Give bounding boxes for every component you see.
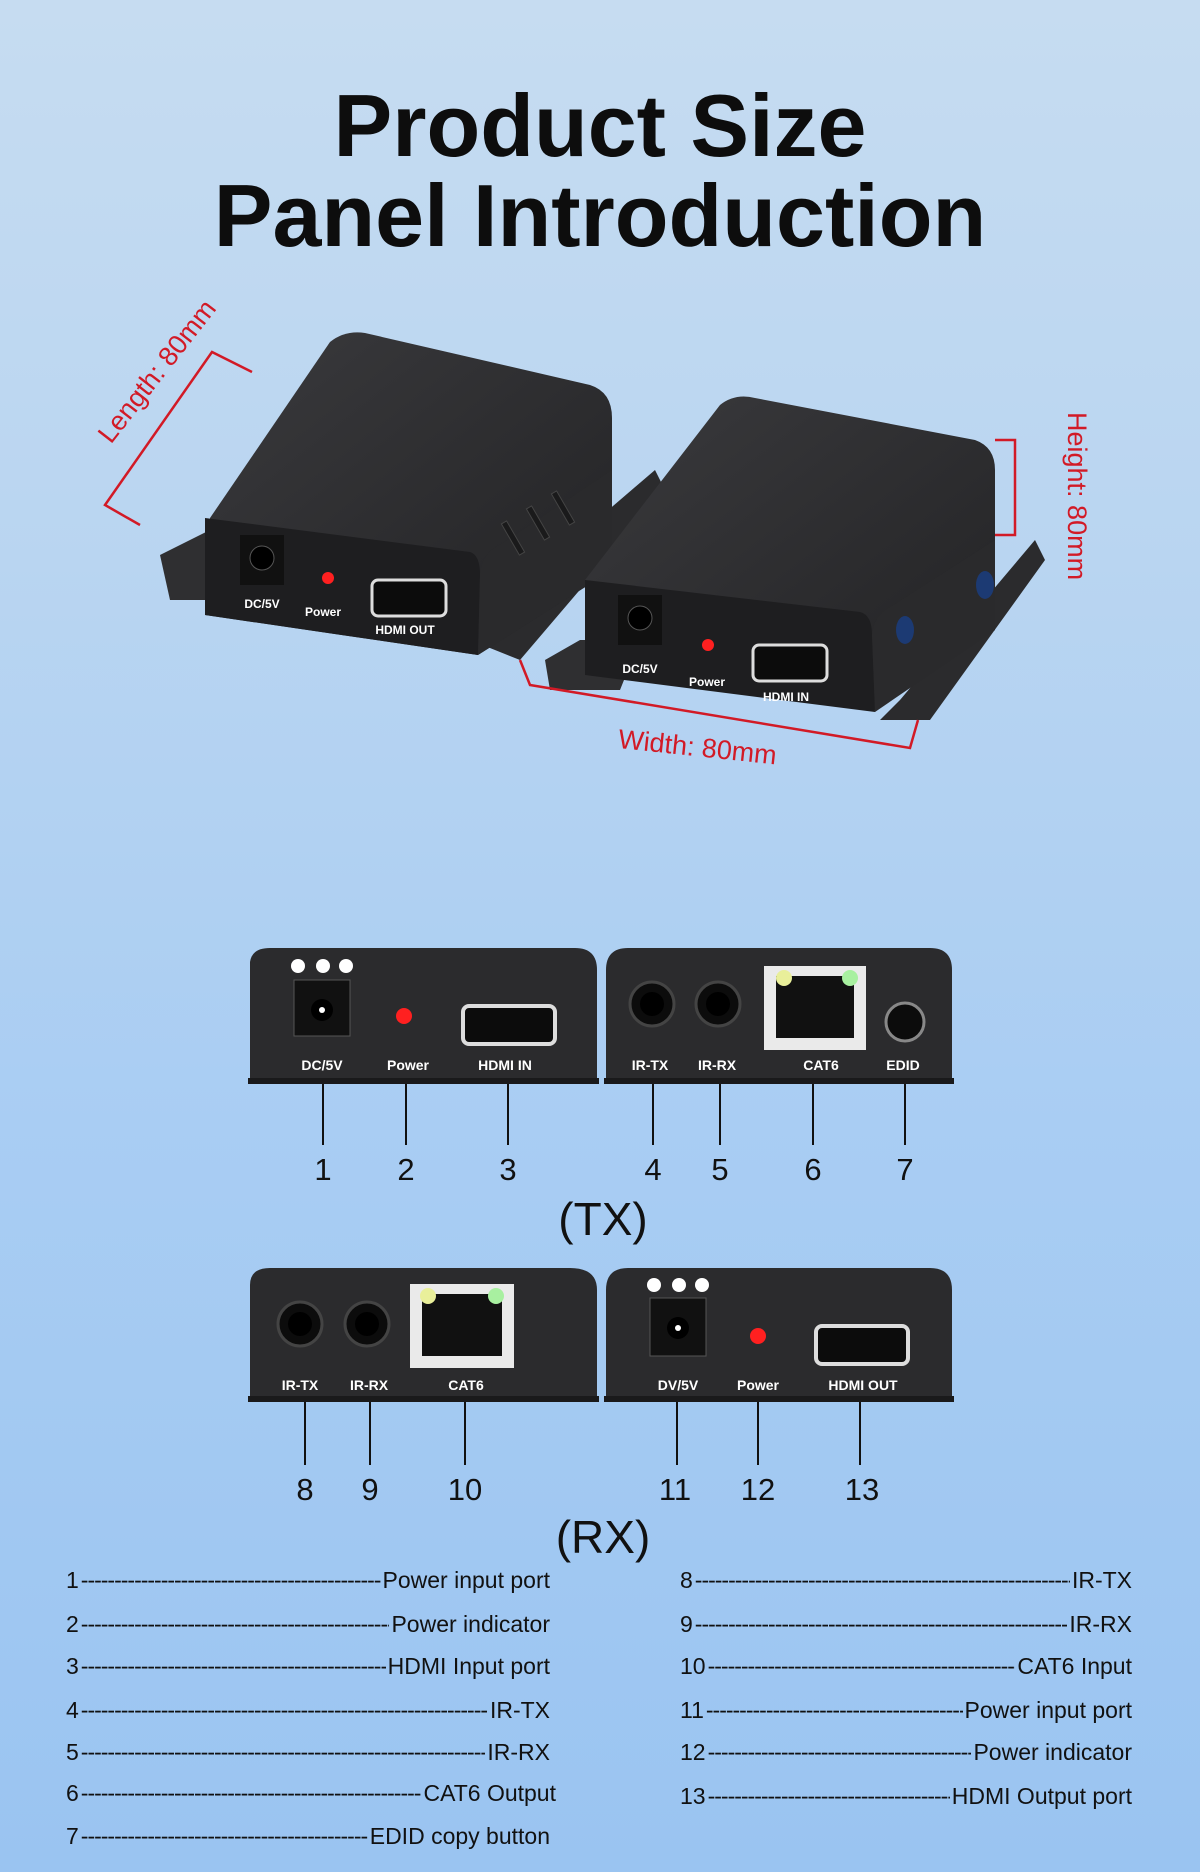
legend-text: HDMI Input port [387,1653,550,1679]
dimension-lines [103,350,1017,750]
legend-text: CAT6 Output [423,1780,556,1806]
tx-number-6: 6 [804,1152,822,1187]
legend-num: 5 [66,1739,79,1765]
rx-front-hdmi-label: HDMI OUT [375,623,435,637]
tx-label-hdmi-in: HDMI IN [478,1057,532,1073]
legend-item: 9 IR-RX [680,1611,1132,1638]
tx-number-5: 5 [711,1152,729,1187]
tx-group-label: (TX) [558,1193,648,1245]
page-title-line2: Panel Introduction [213,166,987,265]
legend-item: 8 IR-TX [680,1567,1132,1594]
legend-text: IR-TX [489,1697,550,1723]
tx-number-3: 3 [499,1152,517,1187]
legend-text: Power input port [964,1697,1132,1723]
legend-item: 3 HDMI Input port [66,1653,550,1680]
legend-text: IR-RX [1069,1611,1132,1637]
rx-group-label: (RX) [555,1511,651,1563]
legend-text: HDMI Output port [951,1783,1132,1809]
tx-label-power: Power [386,1057,430,1073]
rx-number-8: 8 [296,1472,314,1507]
legend-num: 11 [680,1697,704,1723]
tx-label-ir-tx: IR-TX [631,1057,669,1073]
legend-item: 5 IR-RX [66,1739,550,1766]
rx-number-12: 12 [740,1472,776,1507]
rx-label-ir-rx: IR-RX [349,1377,389,1393]
tx-front-hdmi-label: HDMI IN [763,690,809,704]
height-label: Height: 80mm [1062,412,1092,581]
legend-text: IR-RX [487,1739,550,1765]
rx-label-ir-tx: IR-TX [281,1377,319,1393]
legend-item: 2 Power indicator [66,1611,550,1638]
tx-number-4: 4 [644,1152,662,1187]
rx-label-dv: DV/5V [657,1377,699,1393]
tx-label-ir-rx: IR-RX [697,1057,737,1073]
legend-text: CAT6 Input [1017,1653,1132,1679]
legend-num: 8 [680,1567,693,1593]
tx-label-dc: DC/5V [301,1057,343,1073]
tx-number-2: 2 [397,1152,415,1187]
legend-item: 11 Power input port [680,1697,1132,1724]
legend-item: 6 CAT6 Output [66,1780,556,1807]
receiver-device [160,332,665,660]
rx-label-cat6: CAT6 [448,1377,484,1393]
legend-num: 7 [66,1823,79,1849]
tx-panel-right [604,948,954,1145]
panels-drawing [248,948,954,1465]
transmitter-device [545,396,1045,720]
rx-front-power-label: Power [304,605,342,619]
rx-front-dc-label: DC/5V [244,597,280,611]
legend-num: 13 [680,1783,706,1809]
legend-text: Power input port [382,1567,550,1593]
product-illustration [103,332,1045,750]
legend-num: 1 [66,1567,79,1593]
legend-text: Power indicator [391,1611,550,1637]
rx-number-10: 10 [447,1472,483,1507]
rx-label-power: Power [736,1377,780,1393]
legend-num: 6 [66,1780,79,1806]
tx-front-power-label: Power [688,675,726,689]
rx-label-hdmi-out: HDMI OUT [828,1377,898,1393]
legend-item: 12 Power indicator [680,1739,1132,1766]
tx-panel-left [248,948,599,1145]
legend-item: 10 CAT6 Input [680,1653,1132,1680]
legend-num: 4 [66,1697,79,1723]
rx-panel-left [248,1268,599,1465]
legend-num: 12 [680,1739,706,1765]
rx-number-11: 11 [658,1472,692,1507]
tx-label-edid: EDID [886,1057,920,1073]
legend-item: 7 EDID copy button [66,1823,550,1850]
legend-item: 13 HDMI Output port [680,1783,1132,1810]
legend-num: 9 [680,1611,693,1637]
legend-num: 2 [66,1611,79,1637]
legend-text: IR-TX [1071,1567,1132,1593]
rx-number-13: 13 [844,1472,880,1507]
tx-front-dc-label: DC/5V [622,662,658,676]
legend-num: 10 [680,1653,706,1679]
legend-text: Power indicator [973,1739,1132,1765]
legend-text: EDID copy button [369,1823,550,1849]
tx-number-1: 1 [314,1152,332,1187]
legend-num: 3 [66,1653,79,1679]
tx-number-7: 7 [896,1152,914,1187]
rx-number-9: 9 [361,1472,379,1507]
legend-item: 1 Power input port [66,1567,550,1594]
rx-panel-right [604,1268,954,1465]
tx-label-cat6: CAT6 [803,1057,839,1073]
legend-item: 4 IR-TX [66,1697,550,1724]
page-title-line1: Product Size [333,76,867,175]
